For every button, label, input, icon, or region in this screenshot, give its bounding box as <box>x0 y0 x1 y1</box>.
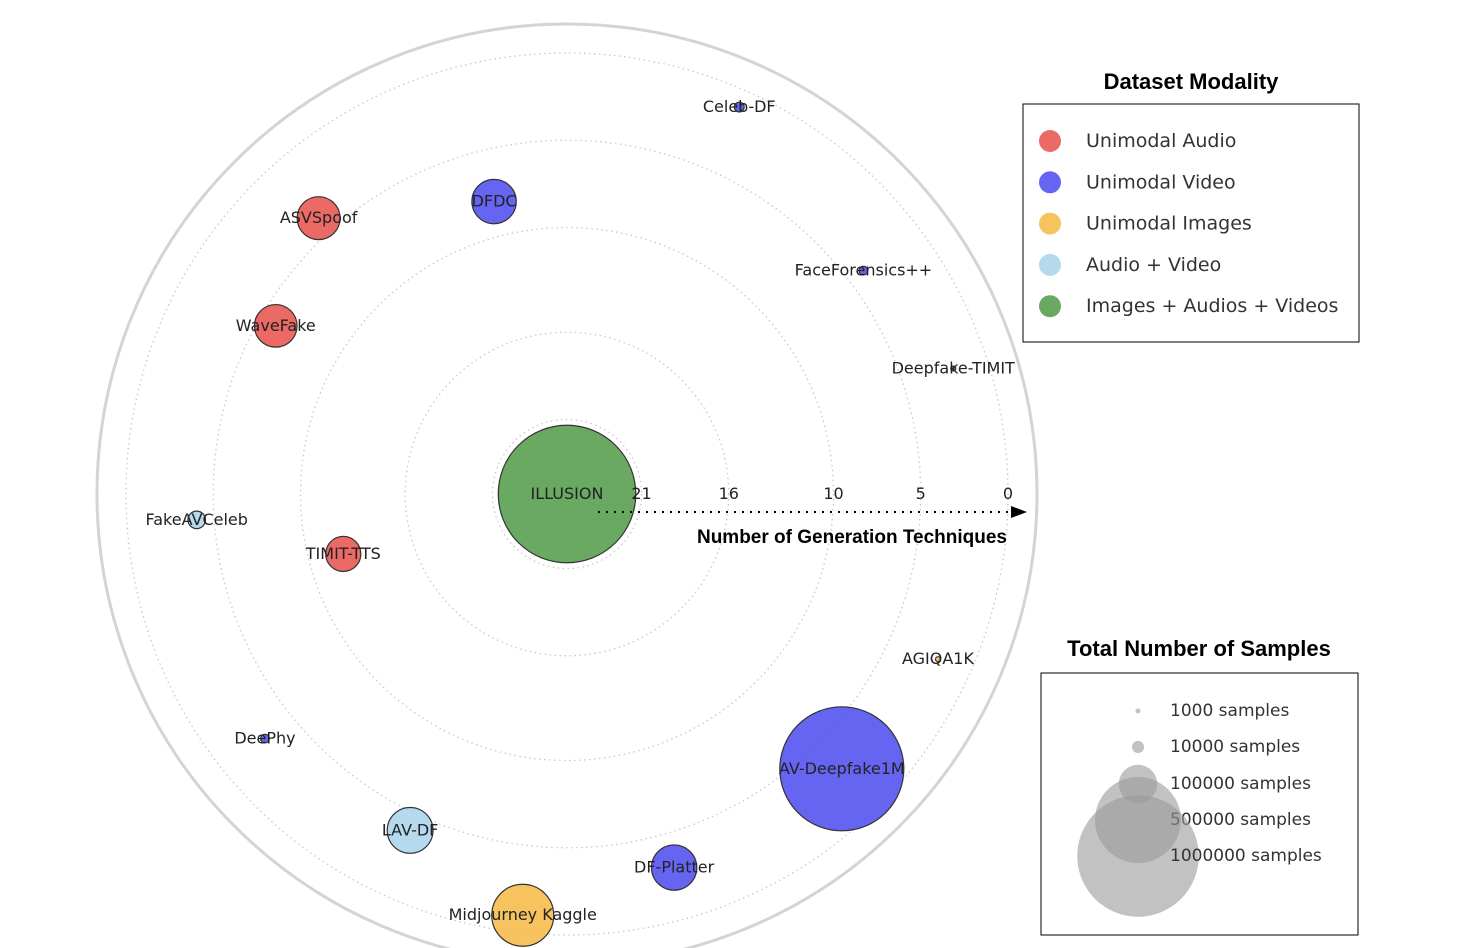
bubble-midjourney-kaggle <box>491 883 555 947</box>
radial-tick-label: 0 <box>1003 484 1013 503</box>
gridline-ring <box>299 226 835 762</box>
modality-legend-marker <box>1039 171 1061 194</box>
size-legend-title: Total Number of Samples <box>1067 636 1331 661</box>
gridline-ring <box>125 52 1009 936</box>
size-legend-label: 500000 samples <box>1170 810 1311 830</box>
modality-legend-marker <box>1039 130 1061 152</box>
bubble-dfdc <box>471 178 517 225</box>
modality-legend: Dataset Modality Unimodal AudioUnimodal … <box>1022 69 1360 343</box>
bubble-timit-tts <box>325 535 362 573</box>
label-midjourney-kaggle: Midjourney Kaggle <box>449 905 597 924</box>
radial-axis-label: Number of Generation Techniques <box>697 527 1007 548</box>
gridline-ring <box>212 139 922 849</box>
size-legend-marker <box>1077 795 1199 917</box>
bubble-deephy <box>259 733 270 744</box>
label-faceforensics: FaceForensics++ <box>795 261 933 280</box>
modality-legend-label: Unimodal Images <box>1086 213 1252 235</box>
radial-axis: Number of Generation Techniques <box>598 506 1027 548</box>
gridline-ring <box>491 418 643 570</box>
modality-legend-label: Unimodal Audio <box>1086 130 1236 152</box>
bubble-illusion <box>497 424 637 564</box>
label-deephy: DeePhy <box>234 729 295 748</box>
radial-tick-label: 10 <box>823 484 843 503</box>
label-timit-tts: TIMIT-TTS <box>305 544 381 563</box>
bubble-asvspoof <box>296 196 341 241</box>
bubble-lav-df <box>386 806 434 854</box>
label-lav-df: LAV-DF <box>382 820 439 839</box>
bubble-df-platter <box>650 844 698 891</box>
bubble-fakeavceleb <box>187 510 207 530</box>
size-legend-box <box>1040 672 1359 936</box>
label-av-deepfake1m: AV-Deepfake1M <box>779 759 905 778</box>
size-legend: Total Number of Samples 1000 samples 1000… <box>1040 636 1359 936</box>
label-asvspoof: ASVSpoof <box>280 208 358 227</box>
radial-tick-label: 16 <box>719 484 739 503</box>
size-legend-marker <box>1131 740 1145 754</box>
modality-legend-title: Dataset Modality <box>1104 69 1280 94</box>
gridline-ring <box>404 331 730 657</box>
radial-gridlines <box>95 22 1039 948</box>
modality-legend-label: Images + Audios + Videos <box>1086 295 1338 317</box>
size-legend-label: 100000 samples <box>1170 774 1311 794</box>
modality-legend-marker <box>1039 212 1061 235</box>
radial-tick-label: 5 <box>916 484 926 503</box>
size-legend-label: 10000 samples <box>1170 737 1300 757</box>
bubble-deepfake-timit <box>950 365 957 372</box>
size-legend-marker <box>1135 708 1141 714</box>
modality-legend-label: Audio + Video <box>1086 254 1221 276</box>
label-illusion: ILLUSION <box>531 484 604 503</box>
bubble-faceforensics <box>858 265 869 276</box>
label-deepfake-timit: Deepfake-TIMIT <box>892 359 1015 378</box>
bubble-wavefake <box>253 303 298 348</box>
modality-legend-marker <box>1039 253 1061 276</box>
radial-axis-arrowhead <box>1011 506 1027 518</box>
size-legend-label: 1000000 samples <box>1170 846 1322 866</box>
outer-boundary-ring <box>95 22 1039 948</box>
bubble-celeb-df <box>733 101 745 113</box>
label-dfdc: DFDC <box>472 192 517 211</box>
size-legend-label: 1000 samples <box>1170 701 1289 721</box>
label-wavefake: WaveFake <box>236 316 316 335</box>
bubble-agiqa1k <box>934 656 942 663</box>
dataset-labels: ILLUSION Celeb-DF ASVSpoof DFDC FaceForensic… <box>146 97 1016 924</box>
dataset-bubbles <box>187 101 957 947</box>
label-df-platter: DF-Platter <box>634 858 715 877</box>
modality-legend-marker <box>1039 295 1061 318</box>
modality-legend-label: Unimodal Video <box>1086 171 1236 193</box>
label-fakeavceleb: FakeAVCeleb <box>146 510 248 529</box>
radial-tick-label: 21 <box>631 484 651 503</box>
modality-legend-box <box>1022 103 1360 343</box>
label-agiqa1k: AGIQA1K <box>902 649 975 668</box>
bubble-av-deepfake1m <box>779 706 905 832</box>
radial-tick-labels: 21 16 10 5 0 <box>631 484 1013 503</box>
label-celeb-df: Celeb-DF <box>703 97 776 116</box>
